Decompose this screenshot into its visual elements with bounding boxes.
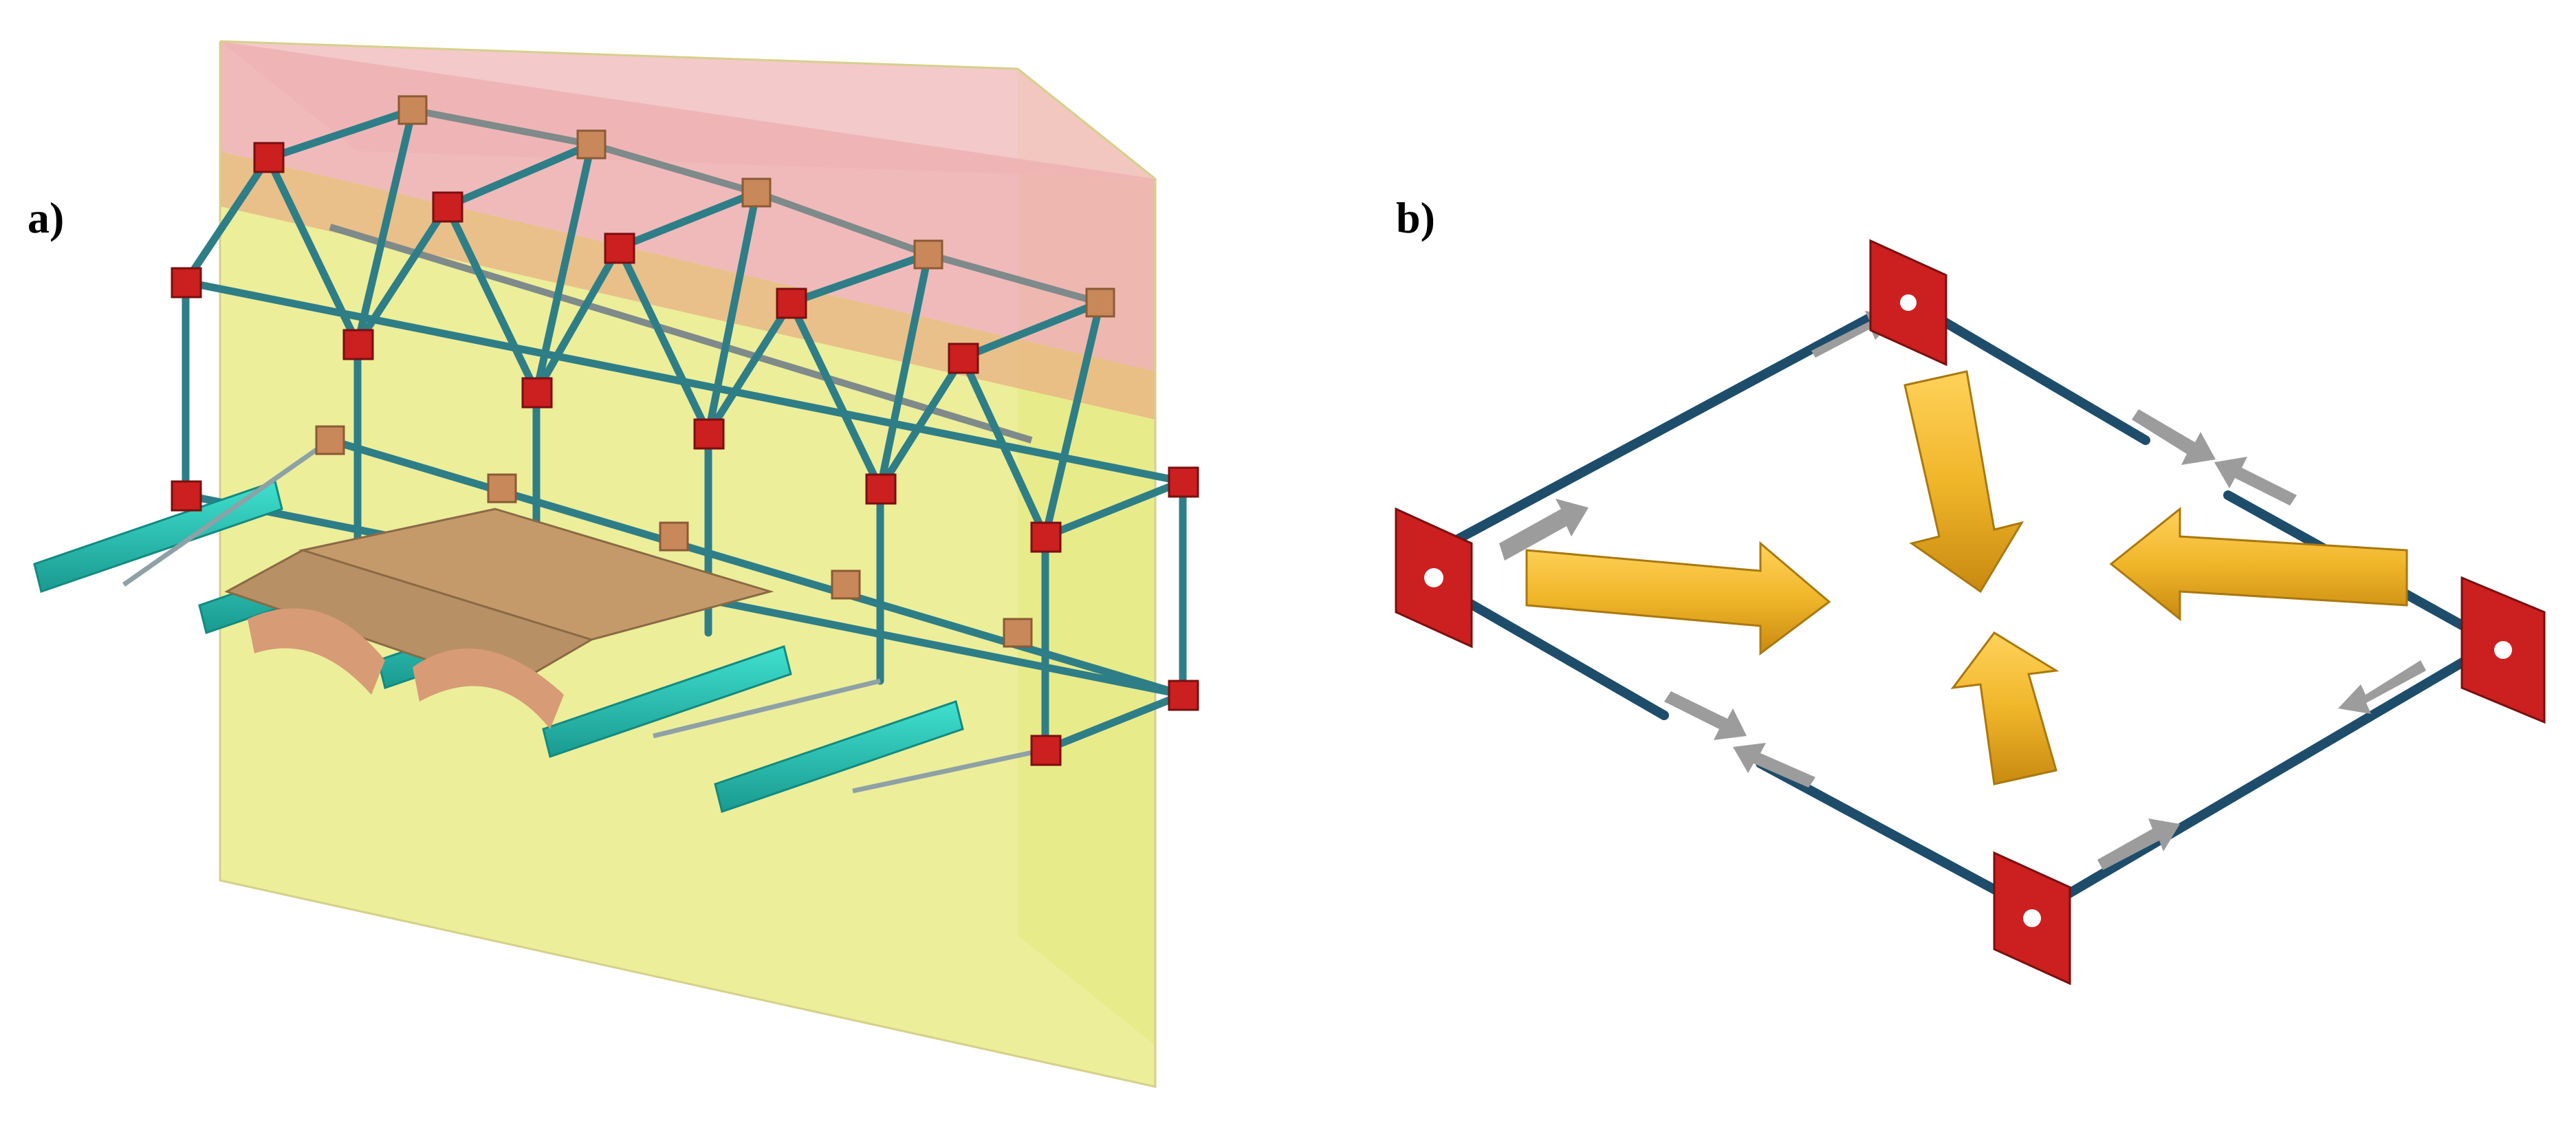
- floor-slab: [224, 508, 774, 729]
- panel-a-diagram: [33, 40, 1199, 1088]
- tension-arrows: [1499, 311, 2426, 870]
- corner-plate-holes: [1424, 294, 2512, 927]
- beam-ties: [122, 438, 1046, 794]
- anchor-plates-brown: [315, 95, 1115, 648]
- steel-frame: [182, 106, 1187, 754]
- panel-a-label: a): [28, 193, 65, 242]
- anchor-plates-red: [171, 142, 1199, 766]
- back-ties: [329, 107, 1102, 444]
- compression-arrows: [1525, 370, 2408, 785]
- panel-b-label: b): [1396, 193, 1435, 242]
- panel-b-diagram: [1395, 239, 2546, 986]
